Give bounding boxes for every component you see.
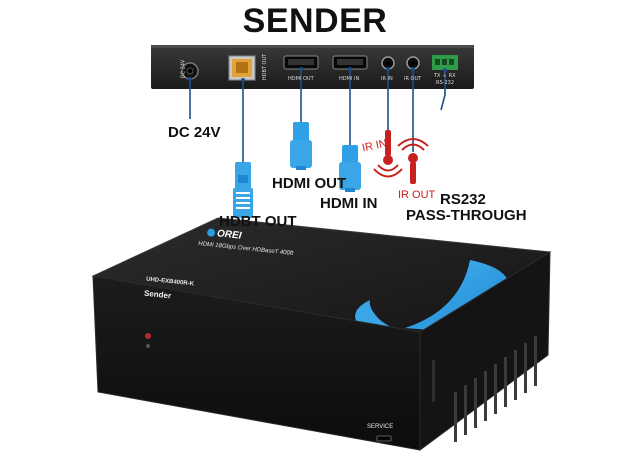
panel-label-hdmi-in: HDMI IN — [339, 76, 360, 82]
callout-hdbt-out: HDBT OUT — [219, 213, 297, 230]
side-vents — [432, 358, 435, 403]
callout-rs232-passthrough: PASS-THROUGH — [406, 207, 527, 224]
sender-device — [91, 217, 552, 451]
panel-label-rs232-pins: TX ⏚ RX — [434, 73, 456, 79]
panel-label-ir-out: IR OUT — [404, 76, 422, 82]
callout-hdmi-out: HDMI OUT — [272, 175, 347, 192]
callout-dc-24v: DC 24V — [168, 124, 221, 141]
back-panel — [151, 45, 474, 89]
dc-jack — [181, 62, 199, 80]
page-title: SENDER — [242, 2, 388, 40]
brand-logo-icon — [206, 228, 216, 238]
front-vents — [454, 336, 537, 442]
panel-label-dc: DC 24V — [180, 59, 187, 79]
rj45-port — [228, 55, 256, 81]
service-port — [376, 435, 392, 442]
rs232-terminal — [432, 55, 458, 70]
power-led — [145, 333, 151, 339]
callout-ir-out: IR OUT — [398, 189, 436, 201]
panel-label-hdmi-out: HDMI OUT — [288, 76, 314, 82]
ethernet-cable-icon — [233, 162, 253, 218]
callout-hdmi-in: HDMI IN — [320, 195, 378, 212]
panel-label-ir-in: IR IN — [381, 76, 393, 82]
ir-receiver-icon — [373, 130, 403, 178]
service-label: SERVICE — [367, 424, 394, 430]
callout-rs232: RS232 — [440, 191, 486, 208]
leader-dots — [188, 67, 447, 82]
ir-window — [146, 344, 150, 348]
hdmi-out-cable-icon — [290, 122, 312, 170]
panel-label-rs232: RS-232 — [436, 80, 454, 86]
ir-emitter-icon — [397, 138, 429, 184]
hdmi-in-cable-icon — [339, 145, 361, 192]
panel-label-hdbt: HDBT OUT — [262, 53, 269, 81]
